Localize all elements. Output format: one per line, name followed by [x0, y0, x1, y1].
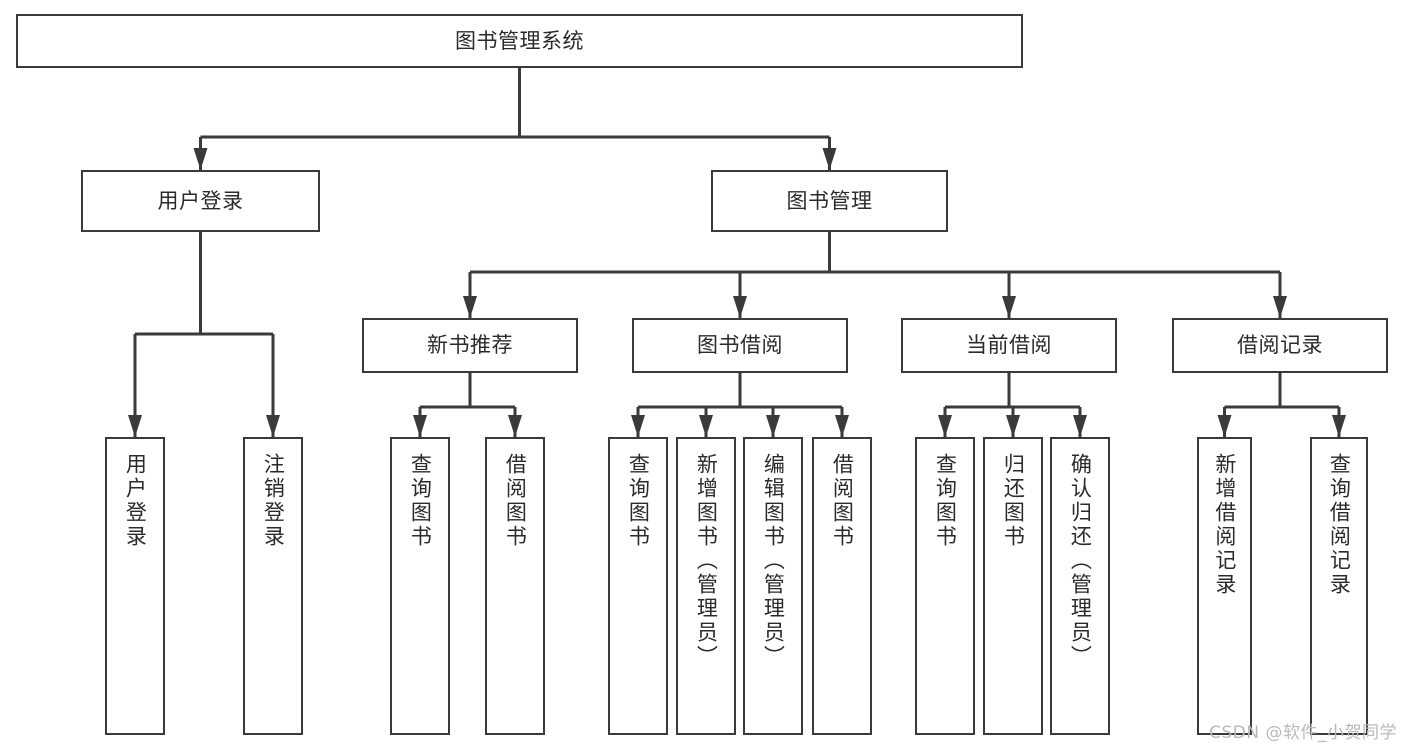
node-label: 查询借阅记录 [1327, 453, 1352, 597]
node-label: 查询图书 [408, 453, 433, 549]
node-leaf-rec-borrow[interactable]: 借阅图书 [485, 437, 545, 735]
node-book-borrow[interactable]: 图书借阅 [632, 318, 848, 373]
node-label: 借阅图书 [830, 453, 855, 549]
node-label: 借阅记录 [1237, 333, 1323, 358]
node-label: 新增图书（管理员） [694, 453, 719, 669]
node-label: 借阅图书 [503, 453, 528, 549]
node-leaf-borrow-lend[interactable]: 借阅图书 [812, 437, 872, 735]
node-leaf-borrow-add[interactable]: 新增图书（管理员） [676, 437, 736, 735]
node-leaf-borrow-edit[interactable]: 编辑图书（管理员） [743, 437, 803, 735]
node-label: 归还图书 [1001, 453, 1026, 549]
node-leaf-user-login[interactable]: 用户登录 [105, 437, 165, 735]
node-label: 注销登录 [261, 453, 286, 549]
node-leaf-rec-search[interactable]: 查询借阅记录 [1310, 437, 1368, 735]
node-leaf-cur-confirm[interactable]: 确认归还（管理员） [1050, 437, 1110, 735]
node-label: 新增借阅记录 [1212, 453, 1237, 597]
node-label: 查询图书 [933, 453, 958, 549]
node-current-borrow[interactable]: 当前借阅 [901, 318, 1117, 373]
node-new-book-rec[interactable]: 新书推荐 [362, 318, 578, 373]
node-label: 当前借阅 [966, 333, 1052, 358]
node-leaf-rec-query[interactable]: 查询图书 [390, 437, 450, 735]
node-user-login[interactable]: 用户登录 [81, 170, 320, 232]
node-leaf-cur-query[interactable]: 查询图书 [915, 437, 975, 735]
node-label: 图书管理系统 [455, 28, 584, 53]
node-label: 确认归还（管理员） [1068, 453, 1093, 669]
node-label: 编辑图书（管理员） [761, 453, 786, 669]
node-label: 用户登录 [123, 453, 148, 549]
node-label: 查询图书 [626, 453, 651, 549]
node-leaf-borrow-query[interactable]: 查询图书 [608, 437, 668, 735]
node-label: 新书推荐 [427, 333, 513, 358]
node-leaf-user-logout[interactable]: 注销登录 [243, 437, 303, 735]
node-label: 图书借阅 [697, 333, 783, 358]
node-leaf-rec-add[interactable]: 新增借阅记录 [1197, 437, 1252, 735]
node-book-manage[interactable]: 图书管理 [711, 170, 948, 232]
node-borrow-record[interactable]: 借阅记录 [1172, 318, 1388, 373]
node-label: 用户登录 [157, 188, 244, 213]
node-leaf-cur-return[interactable]: 归还图书 [983, 437, 1043, 735]
node-root[interactable]: 图书管理系统 [16, 14, 1023, 68]
node-label: 图书管理 [786, 188, 873, 213]
